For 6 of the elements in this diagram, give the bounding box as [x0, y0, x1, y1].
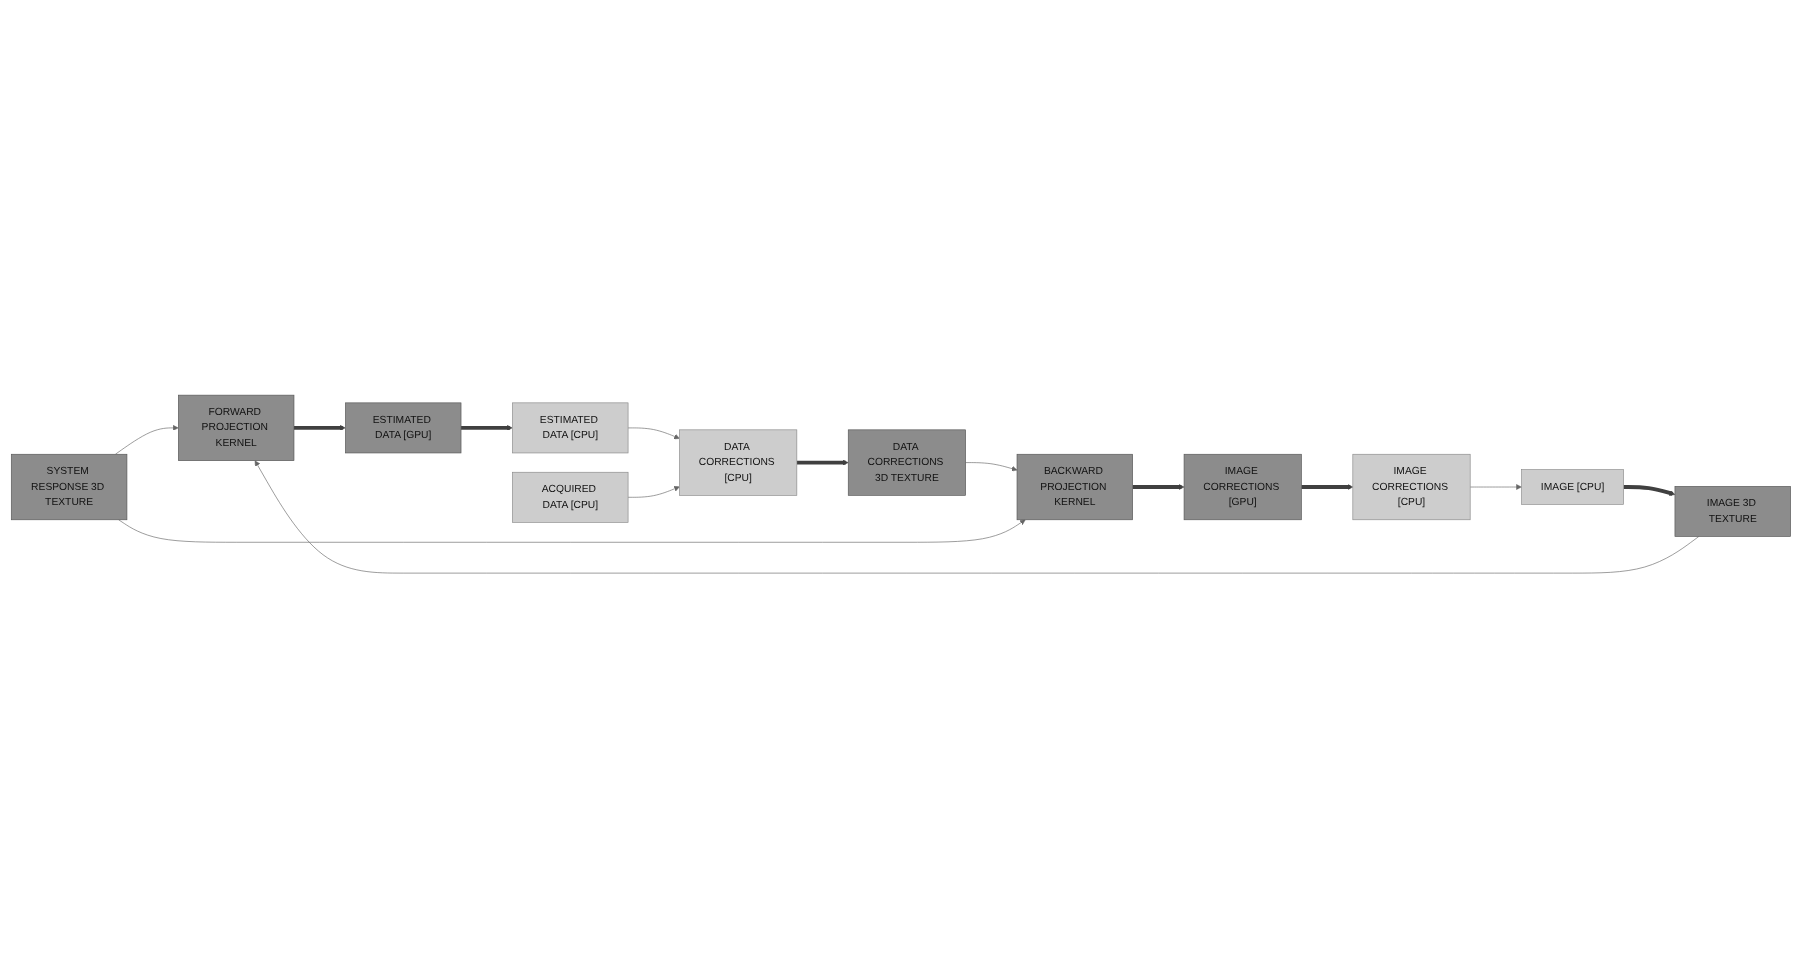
arrow	[1623, 485, 1676, 497]
arrow	[1132, 485, 1185, 491]
arrow	[1301, 485, 1354, 491]
arrow	[796, 460, 849, 467]
arrow	[294, 425, 346, 432]
arrow	[461, 425, 513, 432]
